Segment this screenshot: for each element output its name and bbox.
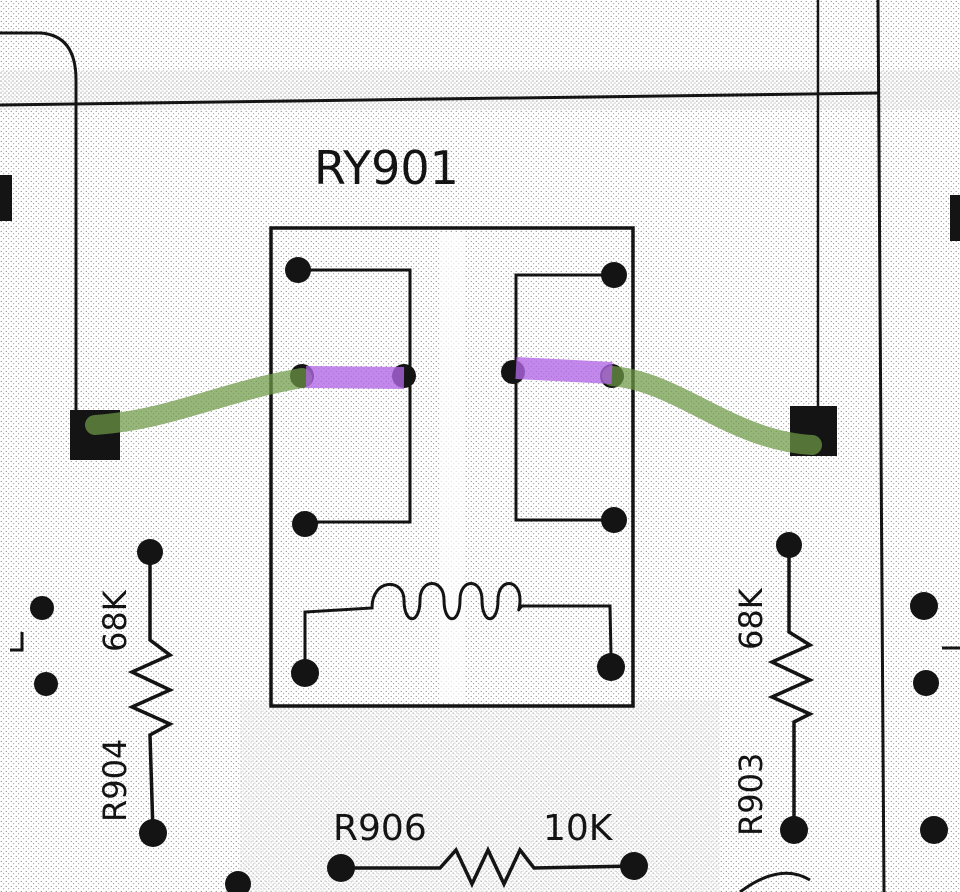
highlight-green-left <box>85 368 312 435</box>
left-partial-pin-a <box>30 596 54 620</box>
left-edge-pad <box>0 175 12 221</box>
r906-value-label: 10K <box>543 808 614 849</box>
right-partial-pin-b <box>913 670 939 696</box>
bottom-partial-pin <box>225 871 251 892</box>
r906-ref-label: R906 <box>333 808 427 849</box>
left-feed-wire <box>0 31 78 430</box>
r903-ref-label: R903 <box>732 753 770 836</box>
r904-value-label: 68K <box>96 589 134 652</box>
relay-right-contact-wire <box>514 273 613 522</box>
right-partial-pin-c <box>920 816 948 844</box>
highlight-purple-right <box>515 357 613 384</box>
relay-pin-low-left <box>292 511 318 537</box>
r904-ref-label: R904 <box>96 739 134 822</box>
relay-center-strip <box>440 232 464 702</box>
r903-value-label: 68K <box>732 587 770 650</box>
highlight-purple-left <box>305 366 405 389</box>
relay-pin-top-left <box>285 257 311 283</box>
highlight-green-right <box>602 366 822 455</box>
left-partial-pin-b <box>34 672 58 696</box>
left-partial-mark <box>10 632 24 652</box>
relay-pin-top-right <box>601 262 627 288</box>
r906-zigzag <box>341 845 635 889</box>
relay-coil-pin-left <box>291 659 319 687</box>
relay-coil-pin-right <box>597 653 625 681</box>
relay-label: RY901 <box>314 141 459 195</box>
r903-zigzag <box>767 545 815 830</box>
relay-pin-low-right <box>601 507 627 533</box>
relay-coil <box>303 582 613 660</box>
r904-zigzag <box>127 552 175 834</box>
relay-left-contact-wire <box>298 268 412 524</box>
right-edge-wire <box>876 0 886 892</box>
top-rail-wire <box>0 91 881 107</box>
bottom-right-arc <box>739 871 811 892</box>
right-edge-pad <box>950 195 960 241</box>
right-partial-pin-a <box>910 592 938 620</box>
